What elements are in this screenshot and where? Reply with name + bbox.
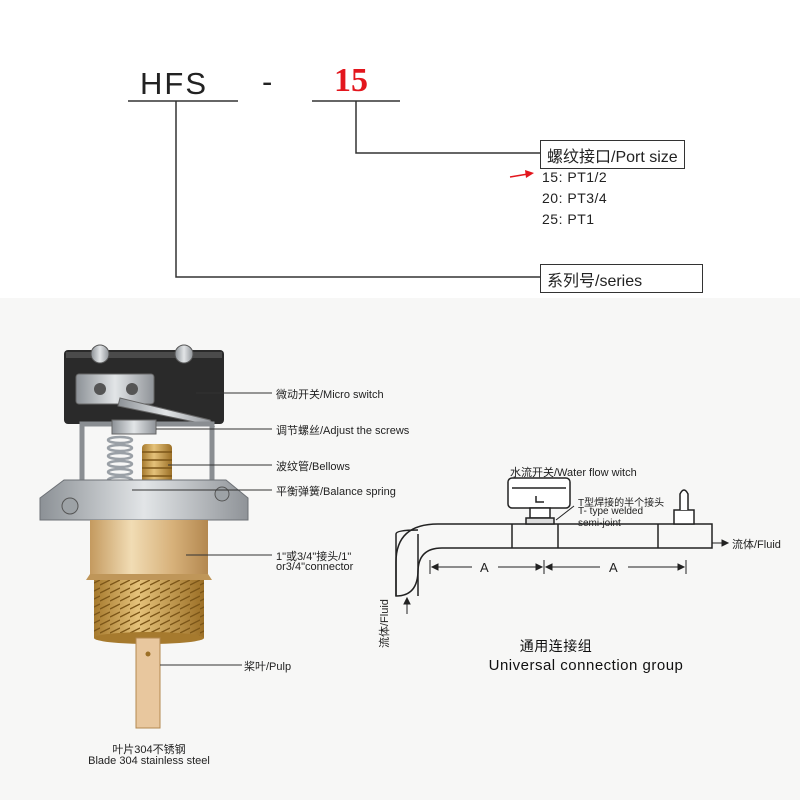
selected-option-arrow-icon — [509, 170, 534, 178]
port-option-1: 15: PT1/2 — [542, 169, 608, 185]
part-leader-lines — [132, 392, 272, 666]
label-bellows: 波纹管/Bellows — [276, 461, 350, 473]
port-option-2: 20: PT3/4 — [542, 190, 608, 206]
connection-group-title-cn: 通用连接组 — [519, 638, 593, 654]
label-blade-cn: 叶片304不锈钢 — [112, 744, 186, 756]
pulp-blade — [135, 637, 161, 729]
model-dash: - — [262, 64, 275, 99]
pipe-fitting-right — [673, 489, 695, 525]
mounting-plate — [39, 479, 249, 521]
flow-switch-illustration — [39, 344, 730, 729]
dimension-a — [429, 560, 687, 574]
model-code: 15 — [334, 62, 368, 99]
label-blade-en: Blade 304 stainless steel — [88, 755, 210, 767]
label-dim-a1: A — [480, 560, 489, 575]
connection-group-title-en: Universal connection group — [488, 657, 684, 674]
model-prefix: HFS — [140, 66, 208, 101]
micro-switch — [64, 344, 224, 427]
label-micro-switch: 微动开关/Micro switch — [276, 389, 384, 401]
label-pulp: 桨叶/Pulp — [244, 661, 292, 673]
connector — [86, 520, 212, 644]
label-dim-a2: A — [609, 560, 618, 575]
connection-pipe — [395, 523, 713, 597]
label-balance-spring: 平衡弹簧/Balance spring — [276, 486, 396, 498]
label-fluid-right: 流体/Fluid — [732, 539, 781, 551]
label-t-joint-en2: semi-joint — [578, 518, 621, 529]
label-connector-line2: or3/4"connector — [276, 561, 354, 573]
label-connector-line1: 1"或3/4"接头/1" — [276, 551, 352, 563]
label-adjust-screws: 调节螺丝/Adjust the screws — [276, 425, 410, 437]
fluid-arrow-icon — [403, 539, 730, 614]
label-t-joint-en1: T- type welded — [578, 506, 644, 517]
port-option-3: 25: PT1 — [542, 211, 595, 227]
label-water-flow-switch: 水流开关/Water flow witch — [510, 467, 637, 479]
water-flow-switch-head — [507, 477, 571, 525]
port-size-box: 螺纹接口/Port size — [540, 140, 685, 169]
label-t-joint-cn: T型焊接的半个接头 — [578, 498, 665, 509]
designation-leader-lines — [128, 100, 540, 278]
label-fluid-left: 流体/Fluid — [379, 599, 391, 648]
series-box: 系列号/series — [540, 264, 704, 293]
bellows — [142, 444, 172, 488]
balance-spring — [106, 435, 134, 485]
